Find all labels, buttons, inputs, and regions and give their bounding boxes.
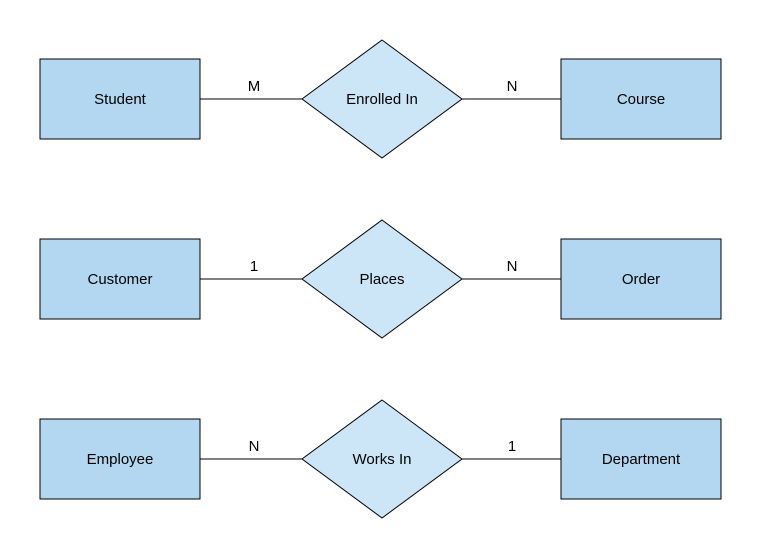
cardinality-label: 1 — [250, 258, 258, 275]
relationship-label: Enrolled In — [346, 91, 418, 108]
entity-box-course — [560, 58, 722, 140]
entity-box-department — [560, 418, 722, 500]
entity-label: Customer — [87, 271, 152, 288]
relationship-label: Places — [359, 271, 404, 288]
cardinality-label: 1 — [508, 438, 516, 455]
entity-label: Order — [622, 271, 660, 288]
cardinality-label: M — [248, 78, 261, 95]
relationship-row-employee-department: Employee N Works In 1 Department — [39, 399, 722, 519]
cardinality-label: N — [249, 438, 260, 455]
entity-label: Student — [94, 91, 147, 108]
relationship-row-customer-order: Customer 1 Places N Order — [39, 219, 722, 339]
entity-box-order — [560, 238, 722, 320]
entity-label: Employee — [87, 451, 154, 468]
entity-box-customer — [39, 238, 201, 320]
entity-box-employee — [39, 418, 201, 500]
cardinality-label: N — [507, 258, 518, 275]
relationship-diamond-works-in — [301, 399, 463, 519]
entity-label: Department — [602, 451, 681, 468]
relationship-row-student-course: Student M Enrolled In N Course — [39, 39, 722, 159]
relationship-diamond-places — [301, 219, 463, 339]
entity-label: Course — [617, 91, 665, 108]
relationship-diamond-enrolled-in — [301, 39, 463, 159]
relationship-label: Works In — [353, 451, 412, 468]
cardinality-label: N — [507, 78, 518, 95]
entity-box-student — [39, 58, 201, 140]
